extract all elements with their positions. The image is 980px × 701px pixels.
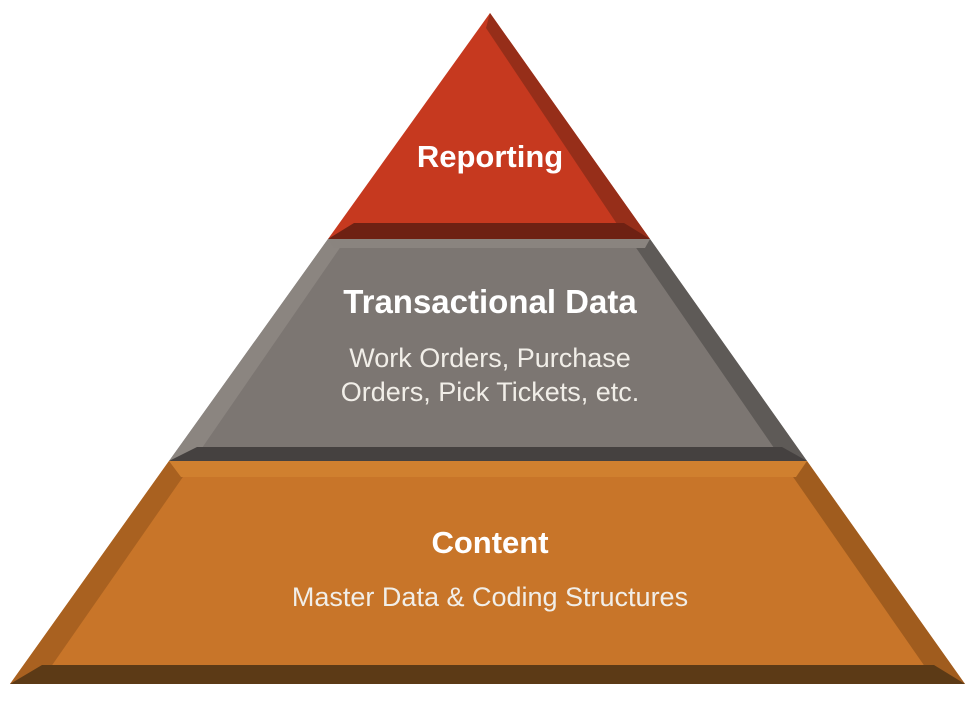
tier-transactional-bottom-bevel	[169, 447, 807, 461]
tier-transactional-top-highlight	[328, 239, 650, 248]
tier-reporting-shape	[328, 13, 650, 239]
tier-transactional-description: Work Orders, Purchase Orders, Pick Ticke…	[0, 341, 980, 409]
tier-content-left-bevel	[10, 461, 194, 684]
tier-transactional-face	[169, 239, 807, 461]
tier-transactional-shape	[169, 239, 807, 461]
tier-transactional-label: Transactional Data	[343, 283, 637, 320]
tier-content-description: Master Data & Coding Structures	[291, 582, 689, 612]
tier-content-right-bevel	[782, 461, 965, 684]
tier-reporting-label: Reporting	[416, 139, 564, 174]
tier-content-bottom-bevel	[10, 665, 965, 684]
tier-reporting-bottom-bevel	[328, 223, 650, 239]
tier-content-face	[10, 461, 965, 684]
tier-reporting-face	[328, 13, 650, 239]
tier-transactional-right-bevel	[630, 239, 807, 461]
tier-transactional-description-line1: Work Orders, Purchase	[349, 343, 631, 373]
tier-content-label: Content	[431, 525, 549, 560]
tier-content-shape	[10, 461, 965, 684]
tier-transactional-description-line2: Orders, Pick Tickets, etc.	[340, 377, 640, 407]
tier-reporting-right-bevel	[486, 13, 650, 239]
tier-transactional-left-bevel	[169, 239, 346, 461]
tier-content-top-highlight	[169, 461, 807, 477]
